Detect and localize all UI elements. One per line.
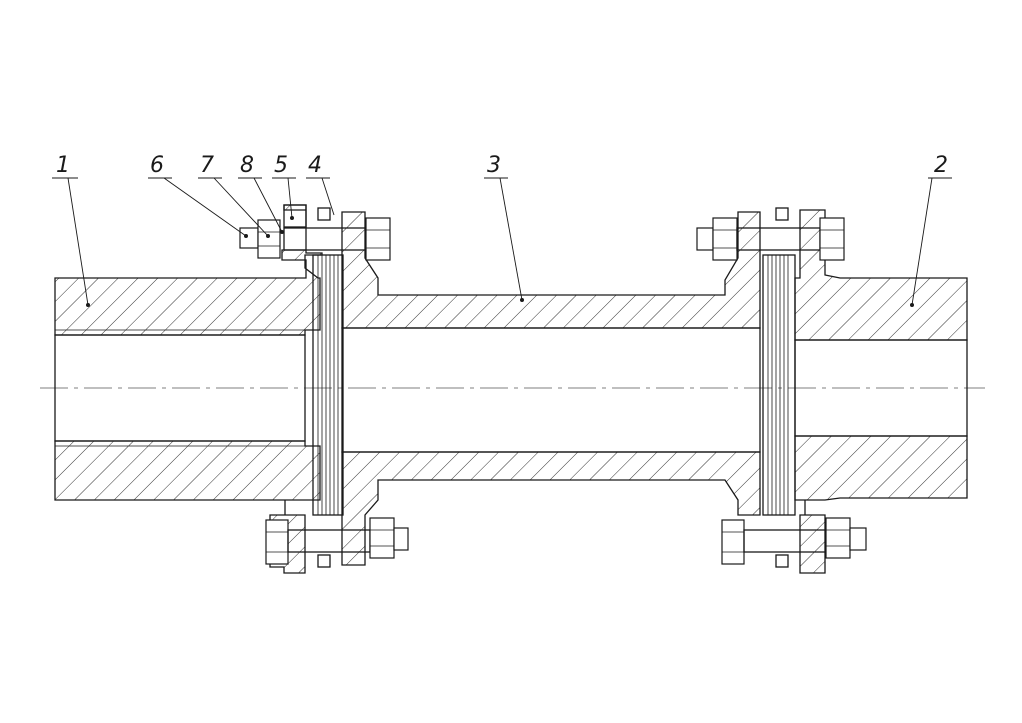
callout-4: 4 [306,153,335,216]
callout-3: 3 [484,153,524,302]
right-disc-pack [762,207,796,568]
bolt-bottom-left [265,517,409,565]
bolt-top-left [239,204,391,261]
callout-label-8: 8 [240,153,254,178]
callout-5: 5 [272,153,296,220]
callout-1: 1 [52,153,90,307]
right-hub [794,209,968,574]
callout-7: 7 [198,153,270,238]
bolt-bottom-right [721,517,867,565]
left-hub [54,204,323,574]
bolt-top-right [696,217,845,261]
callout-8: 8 [238,153,284,234]
callout-label-4: 4 [308,153,322,178]
callout-label-7: 7 [200,153,214,178]
callout-label-2: 2 [934,153,948,178]
callout-label-1: 1 [56,153,70,178]
callout-label-6: 6 [150,153,164,178]
left-disc-pack [312,207,344,568]
callout-label-5: 5 [274,153,288,178]
callout-6: 6 [148,153,248,238]
center-spacer [341,211,761,566]
callout-label-3: 3 [487,153,501,178]
callout-2: 2 [910,153,952,307]
